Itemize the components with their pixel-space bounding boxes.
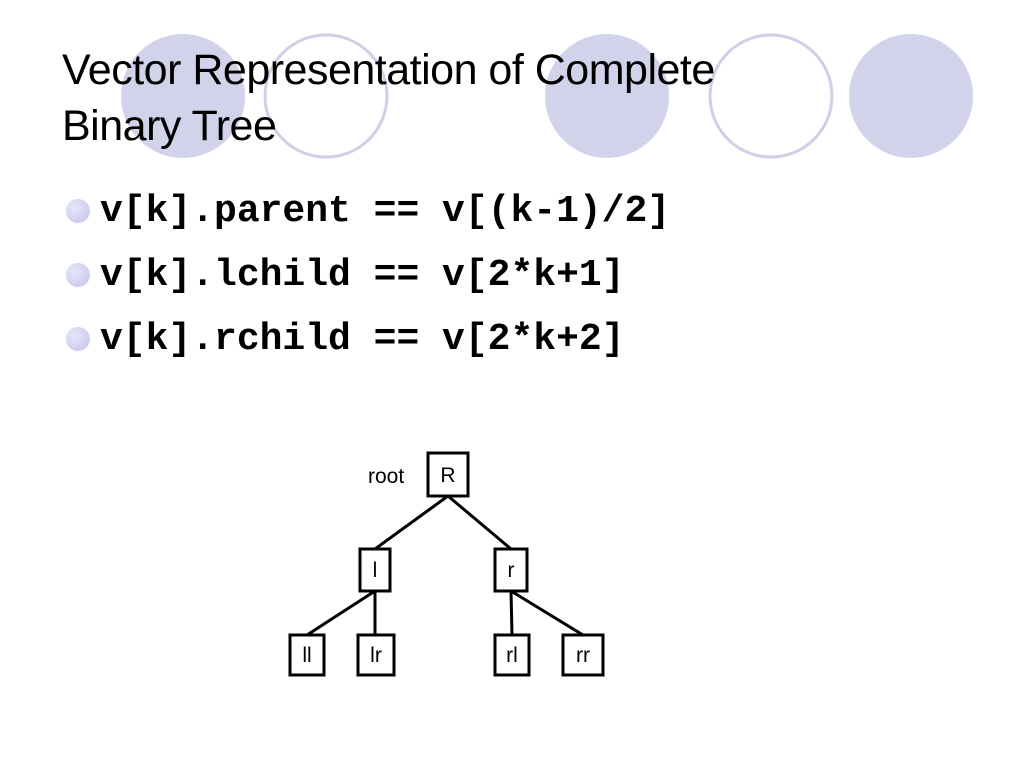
tree-node-rl-label: rl (506, 644, 518, 667)
bullet-dot-icon (66, 199, 90, 223)
deco-circle-outline-2 (708, 33, 834, 159)
bullet-text-rchild: v[k].rchild == v[2*k+2] (100, 318, 625, 361)
tree-node-lr: lr (356, 633, 396, 677)
tree-node-r-label: r (508, 559, 515, 582)
tree-node-R: R (426, 451, 470, 498)
slide-title-line-2: Binary Tree (62, 102, 277, 150)
tree-node-ll: ll (288, 633, 326, 677)
tree-node-ll-label: ll (302, 644, 311, 667)
bullet-item-rchild: v[k].rchild == v[2*k+2] (64, 312, 670, 376)
tree-node-l: l (358, 547, 392, 593)
deco-circle-outline-1 (263, 33, 389, 159)
bullet-item-lchild: v[k].lchild == v[2*k+1] (64, 248, 670, 312)
tree-node-rl: rl (493, 633, 531, 677)
bullet-text-lchild: v[k].lchild == v[2*k+1] (100, 254, 625, 297)
bullet-dot-icon (66, 327, 90, 351)
edge-r-rl (509, 590, 514, 636)
slide-title: Vector Representation of Complete Binary… (62, 42, 882, 154)
tree-node-lr-label: lr (370, 644, 382, 667)
deco-circle-filled-3 (849, 34, 973, 158)
header-decoration (121, 33, 973, 159)
bullet-item-parent: v[k].parent == v[(k-1)/2] (64, 184, 670, 248)
slide-title-line-1: Vector Representation of Complete (62, 46, 715, 94)
bullet-list: v[k].parent == v[(k-1)/2] v[k].lchild ==… (64, 184, 670, 376)
edge-R-r (447, 494, 512, 551)
deco-circle-filled-2 (545, 34, 669, 158)
root-label: root (368, 465, 404, 488)
bullet-dot-icon (66, 263, 90, 287)
deco-circle-filled-1 (121, 34, 245, 158)
tree-node-l-label: l (373, 559, 378, 582)
tree-node-r: r (493, 547, 529, 593)
edge-l-ll (306, 589, 376, 637)
tree-node-rr: rr (561, 633, 605, 677)
tree-node-R-label: R (440, 464, 455, 487)
bullet-text-parent: v[k].parent == v[(k-1)/2] (100, 190, 671, 233)
edge-R-l (374, 494, 449, 551)
edge-r-rr (510, 589, 584, 637)
tree-node-rr-label: rr (576, 644, 590, 667)
